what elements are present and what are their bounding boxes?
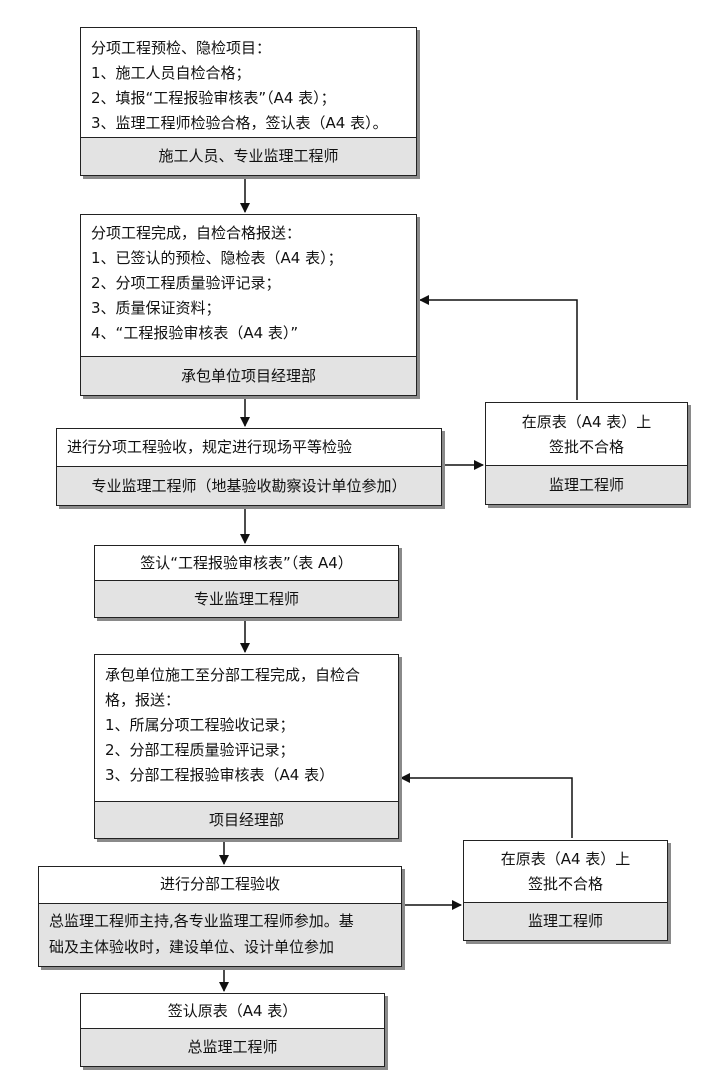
- text-line: 在原表（A4 表）上: [500, 850, 631, 868]
- text-line: 签认“工程报验审核表”（表 A4）: [140, 554, 353, 572]
- text-line: 在原表（A4 表）上: [521, 413, 652, 431]
- step-division-acceptance-text: 进行分部工程验收: [39, 867, 401, 903]
- step-subitem-complete-box: 分项工程完成，自检合格报送： 1、已签认的预检、隐检表（A4 表）； 2、分项工…: [80, 214, 417, 396]
- step-division-complete-role: 项目经理部: [95, 801, 398, 838]
- reject-box-1: 在原表（A4 表）上 签批不合格 监理工程师: [485, 402, 688, 505]
- step-preinspection-role: 施工人员、专业监理工程师: [81, 137, 416, 175]
- text-line: 2、分项工程质量验评记录；: [91, 274, 281, 292]
- step-sign-form-role: 专业监理工程师: [95, 580, 398, 617]
- reject-box-2: 在原表（A4 表）上 签批不合格 监理工程师: [463, 840, 668, 941]
- reject-box-2-role: 监理工程师: [464, 902, 667, 940]
- step-final-sign-text: 签认原表（A4 表）: [81, 994, 384, 1030]
- text-line: 承包单位施工至分部工程完成，自检合: [105, 666, 361, 684]
- step-final-sign-box: 签认原表（A4 表） 总监理工程师: [80, 993, 385, 1067]
- text-line: 进行分项工程验收，规定进行现场平等检验: [67, 438, 353, 456]
- text-line: 签批不合格: [527, 875, 603, 893]
- step-division-complete-text: 承包单位施工至分部工程完成，自检合 格，报送： 1、所属分项工程验收记录； 2、…: [95, 655, 398, 794]
- reject-box-2-text: 在原表（A4 表）上 签批不合格: [464, 841, 667, 903]
- text-line: 2、分部工程质量验评记录；: [105, 741, 295, 759]
- step-sign-form-box: 签认“工程报验审核表”（表 A4） 专业监理工程师: [94, 545, 399, 618]
- step-division-acceptance-role: 总监理工程师主持,各专业监理工程师参加。基 础及主体验收时，建设单位、设计单位参…: [39, 903, 401, 966]
- text-line: 格，报送：: [105, 691, 181, 709]
- text-line: 签批不合格: [548, 438, 624, 456]
- step-subitem-acceptance-box: 进行分项工程验收，规定进行现场平等检验 专业监理工程师（地基验收勘察设计单位参加…: [56, 428, 442, 506]
- step-subitem-acceptance-role: 专业监理工程师（地基验收勘察设计单位参加）: [57, 466, 441, 505]
- step-subitem-complete-role: 承包单位项目经理部: [81, 356, 416, 395]
- text-line: 3、质量保证资料；: [91, 299, 221, 317]
- reject-box-1-role: 监理工程师: [486, 465, 687, 504]
- text-line: 分项工程完成，自检合格报送：: [91, 224, 302, 242]
- text-line: 进行分部工程验收: [159, 875, 280, 893]
- step-subitem-acceptance-text: 进行分项工程验收，规定进行现场平等检验: [57, 429, 441, 466]
- text-line: 础及主体验收时，建设单位、设计单位参加: [49, 938, 335, 956]
- text-line: 1、所属分项工程验收记录；: [105, 716, 295, 734]
- text-line: 1、已签认的预检、隐检表（A4 表）；: [91, 249, 343, 267]
- arrow-r1-b2: [419, 295, 578, 400]
- text-line: 1、施工人员自检合格；: [91, 64, 251, 82]
- step-division-acceptance-box: 进行分部工程验收 总监理工程师主持,各专业监理工程师参加。基 础及主体验收时，建…: [38, 866, 402, 967]
- step-preinspection-text: 分项工程预检、隐检项目： 1、施工人员自检合格； 2、填报“工程报验审核表”（A…: [81, 28, 416, 142]
- text-line: 4、“工程报验审核表（A4 表）”: [91, 324, 299, 342]
- step-subitem-complete-text: 分项工程完成，自检合格报送： 1、已签认的预检、隐检表（A4 表）； 2、分项工…: [81, 215, 416, 352]
- step-sign-form-text: 签认“工程报验审核表”（表 A4）: [95, 546, 398, 582]
- text-line: 分项工程预检、隐检项目：: [91, 39, 272, 57]
- text-line: 2、填报“工程报验审核表”（A4 表）；: [91, 89, 336, 107]
- step-division-complete-box: 承包单位施工至分部工程完成，自检合 格，报送： 1、所属分项工程验收记录； 2、…: [94, 654, 399, 839]
- text-line: 总监理工程师主持,各专业监理工程师参加。基: [49, 912, 354, 930]
- reject-box-1-text: 在原表（A4 表）上 签批不合格: [486, 403, 687, 466]
- arrow-r2-b5: [400, 773, 573, 838]
- text-line: 3、监理工程师检验合格，签认表（A4 表）。: [91, 114, 388, 132]
- text-line: 3、分部工程报验审核表（A4 表）: [105, 766, 335, 784]
- step-final-sign-role: 总监理工程师: [81, 1028, 384, 1066]
- step-preinspection-box: 分项工程预检、隐检项目： 1、施工人员自检合格； 2、填报“工程报验审核表”（A…: [80, 27, 417, 176]
- text-line: 签认原表（A4 表）: [167, 1002, 298, 1020]
